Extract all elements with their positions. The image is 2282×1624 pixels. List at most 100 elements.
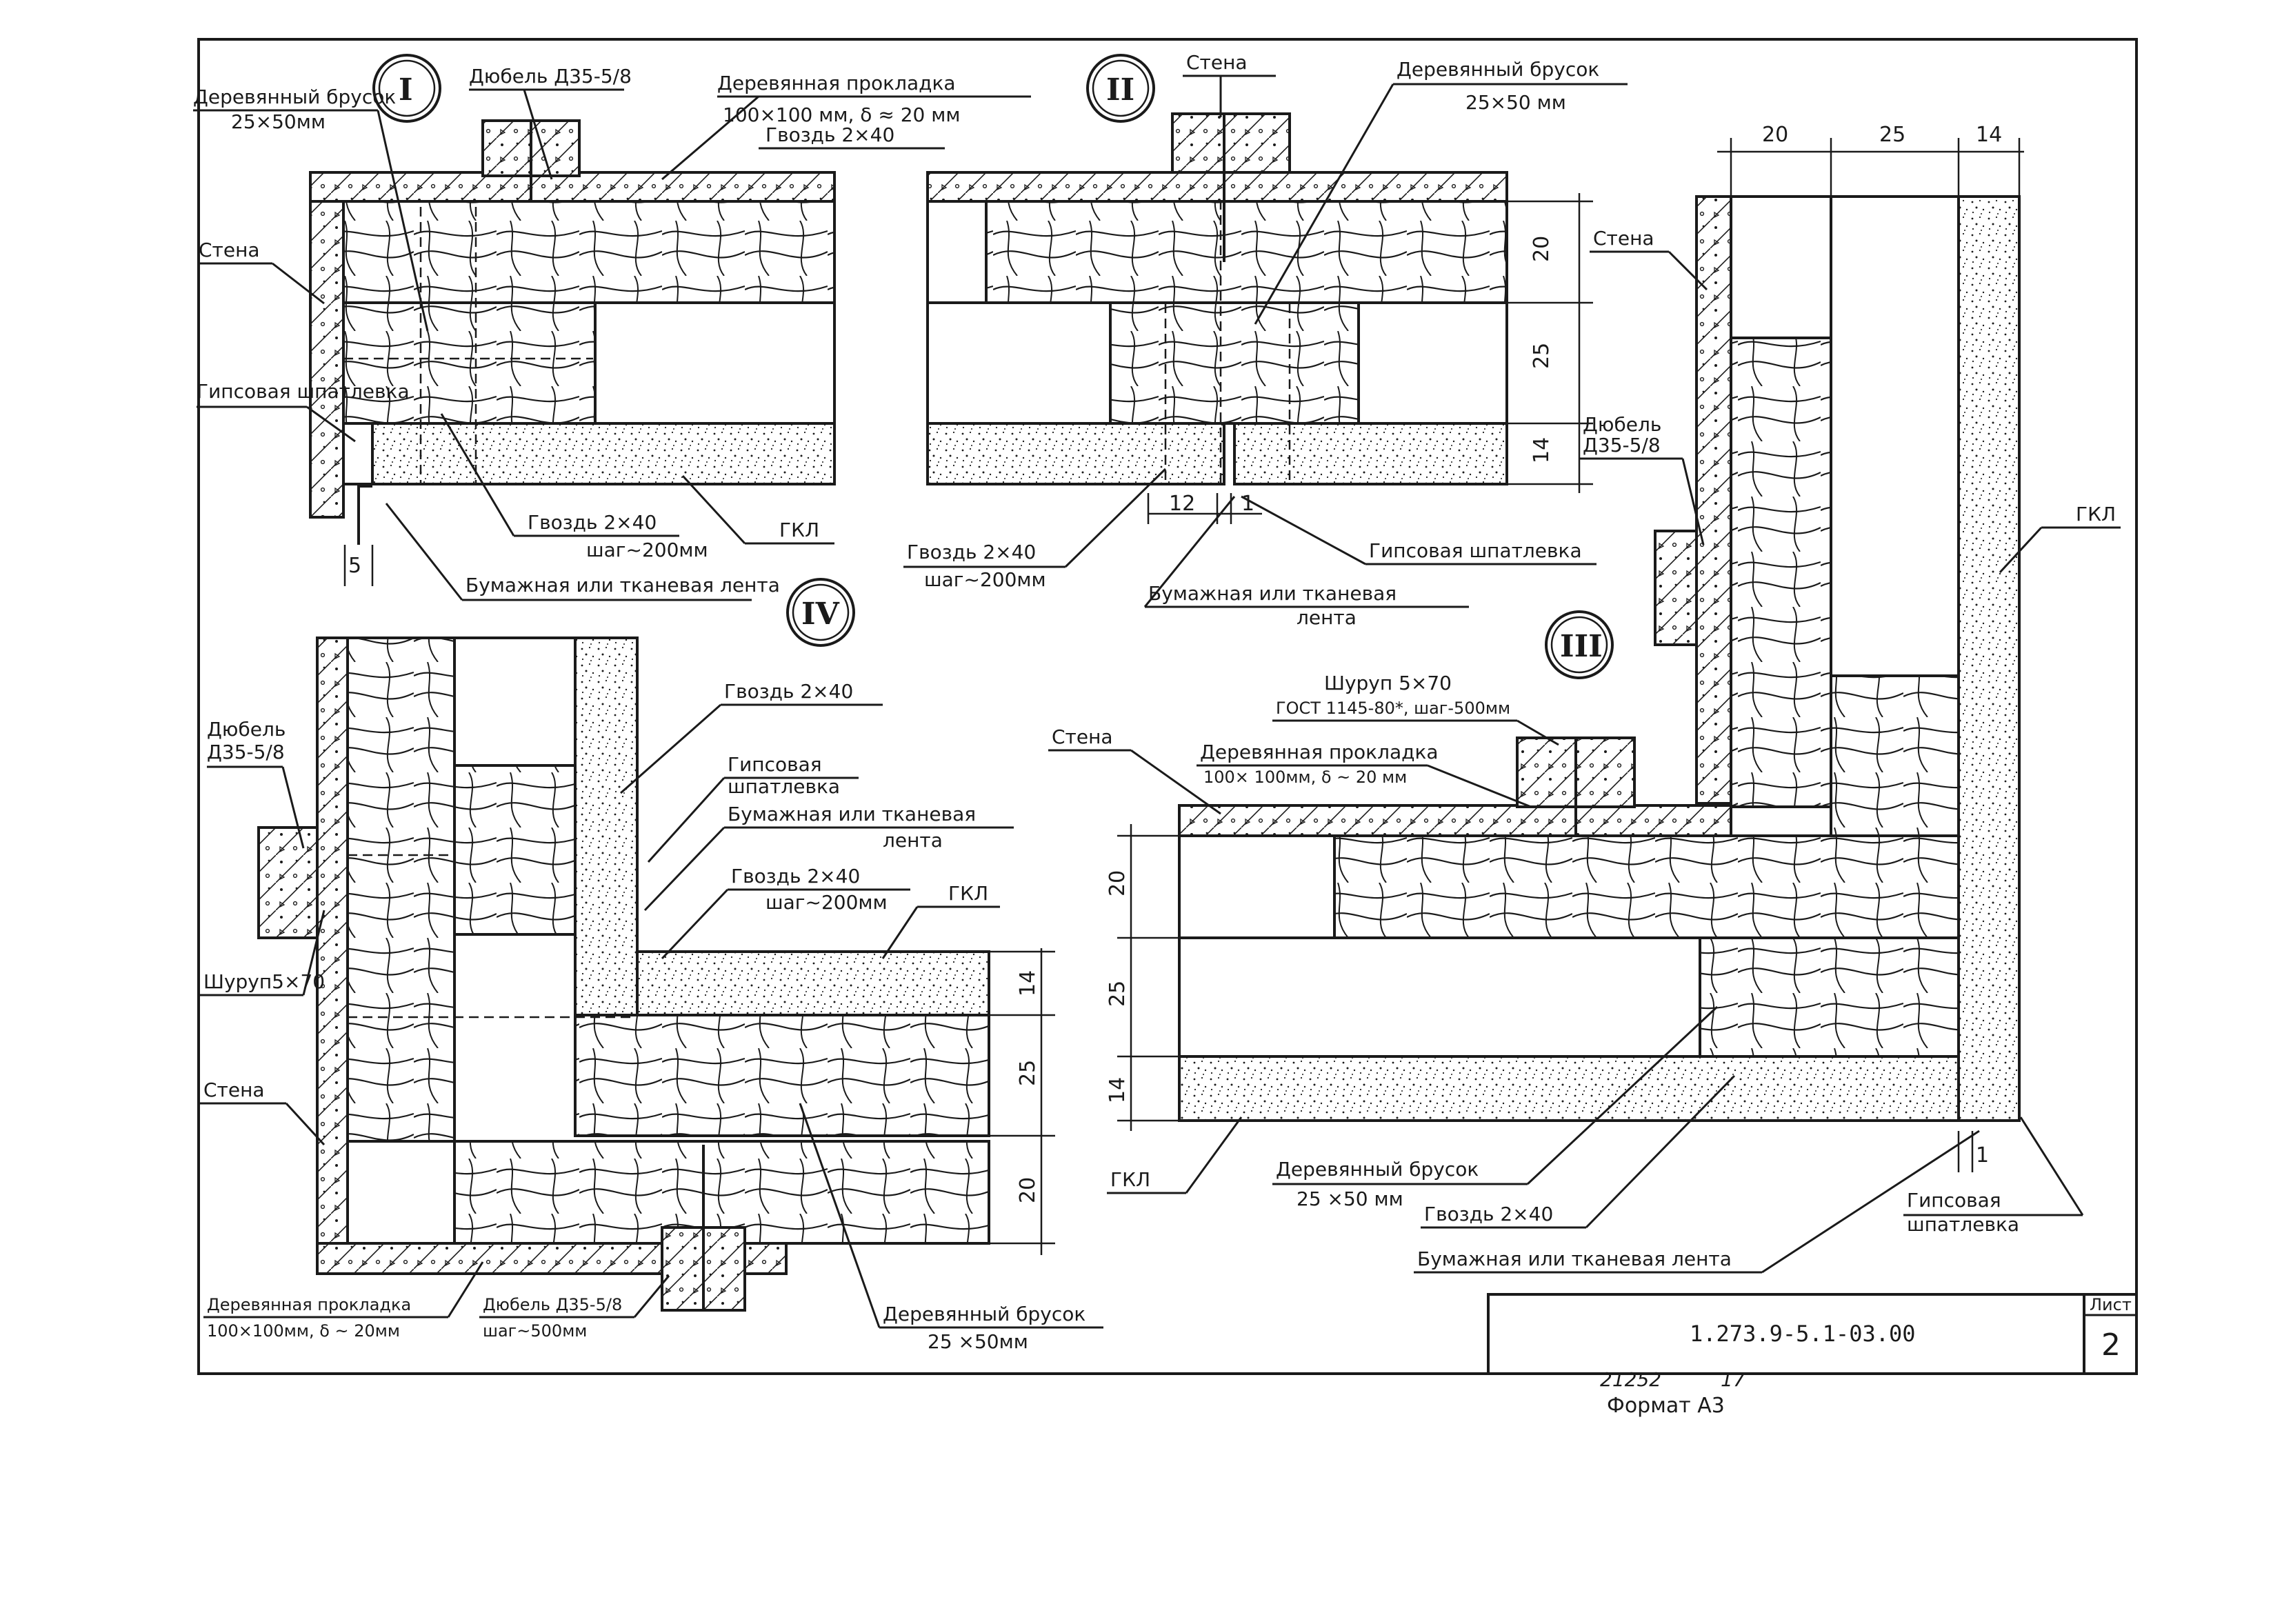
label-screw: Шуруп 5×70 [1324, 672, 1452, 694]
label-gkl: ГКЛ [779, 519, 819, 541]
label-nail: Гвоздь 2×40 [731, 865, 860, 888]
wood-strip-top [985, 200, 1508, 304]
label-wood-block: Деревянный брусок [1397, 58, 1599, 81]
detail-II: II 20 25 14 12 1 Стена Деревянны [903, 51, 1628, 629]
detail-III-marker [1545, 610, 1614, 679]
wood-strip-top [342, 200, 836, 304]
label-wall: Стена [203, 1079, 265, 1101]
label-dowel-2: Д35-5/8 [1583, 434, 1661, 457]
dim-12: 12 [1169, 492, 1195, 516]
label-dowel-step-2: шаг~500мм [483, 1321, 587, 1341]
detail-I-roman: I [399, 72, 413, 108]
label-tape: Бумажная или тканевая лента [1417, 1247, 1732, 1270]
gkl-vertical [1957, 195, 2021, 1122]
label-wood-block: Деревянный брусок [883, 1303, 1085, 1325]
label-nail: Гвоздь 2×40 [528, 511, 657, 534]
dim-1: 1 [1976, 1143, 1989, 1167]
label-tape: Бумажная или тканевая [1148, 582, 1397, 605]
label-wood-block-size: 25×50 мм [1465, 91, 1566, 114]
wood-block-lower [342, 301, 597, 425]
detail-III: III 20 25 14 [1048, 123, 2121, 1274]
gkl-vertical [574, 636, 639, 1022]
label-pad: Деревянная прокладка [1200, 741, 1439, 763]
label-dowel: Дюбель [207, 718, 286, 741]
dim-5: 5 [348, 554, 361, 578]
wood-block [1109, 301, 1360, 425]
detail-IV-roman: IV [801, 597, 840, 632]
wood-block [1699, 936, 1960, 1058]
dim-14: 14 [1016, 970, 1040, 996]
label-putty: Гипсовая [728, 753, 822, 776]
label-putty: Гипсовая шпатлевка [197, 380, 410, 403]
detail-II-roman: II [1106, 72, 1134, 108]
dim-25: 25 [1879, 123, 1905, 147]
label-nail-step: шаг~200мм [765, 891, 888, 914]
label-putty: Гипсовая [1907, 1189, 2001, 1212]
footer-page: 17 [1721, 1368, 1745, 1391]
wood-horizontal [574, 1014, 990, 1137]
label-gkl: ГКЛ [2076, 503, 2116, 525]
label-wall: Стена [1186, 51, 1248, 74]
dim-25: 25 [1016, 1060, 1040, 1086]
label-putty: Гипсовая шпатлевка [1369, 539, 1582, 562]
label-gkl-2: ГКЛ [1110, 1168, 1150, 1191]
dim-v14: 14 [1105, 1077, 1130, 1103]
gkl-right [1233, 422, 1508, 485]
dim-20: 20 [1016, 1177, 1040, 1203]
label-nail-step: шаг~200мм [924, 568, 1046, 591]
label-pad-size: 100×100мм, δ ~ 20мм [207, 1321, 400, 1341]
gkl-horizontal [636, 950, 990, 1016]
label-dowel-2: Д35-5/8 [207, 741, 285, 763]
label-nail-step: шаг~200мм [586, 539, 708, 561]
detail-I: I 5 Деревянный брусок 25×50мм Дюбель Д35… [193, 54, 1031, 601]
label-dowel: Дюбель [1583, 413, 1661, 436]
sheet-number: 2 [2101, 1327, 2121, 1363]
label-wood-block-size: 25×50мм [231, 110, 326, 133]
detail-I-marker [372, 54, 441, 123]
dim-14: 14 [1530, 437, 1554, 463]
wall-boss [1171, 112, 1291, 174]
sheet-label: Лист [2090, 1295, 2132, 1314]
wood-vertical [1730, 337, 1832, 808]
wall-vertical [316, 636, 349, 1260]
label-wood-block: Деревянный брусок [193, 86, 396, 108]
detail-IV: IV 14 25 20 Дюбель Д35-5/8 [200, 578, 1103, 1353]
cavity [594, 301, 836, 425]
title-block: 1.273.9-5.1-03.00 Лист 2 [1487, 1293, 2138, 1375]
dowel-boss [257, 826, 319, 939]
label-screw-gost: ГОСТ 1145-80*, шаг-500мм [1276, 699, 1510, 718]
detail-III-roman: III [1560, 629, 1603, 664]
detail-IV-marker [786, 578, 855, 647]
wall-horizontal [1178, 804, 1732, 837]
dim-v20: 20 [1105, 870, 1130, 896]
wall-boss [1654, 530, 1698, 646]
label-nail-top: Гвоздь 2×40 [765, 123, 894, 146]
label-tape: Бумажная или тканевая лента [466, 574, 780, 597]
wood-horizontal [1333, 834, 1960, 939]
gkl-left [926, 422, 1225, 485]
wood-block-vertical [453, 764, 577, 936]
label-pad-size: 100× 100мм, δ ~ 20 мм [1203, 768, 1407, 787]
label-pad-size: 100×100 мм, δ ≈ 20 мм [723, 103, 960, 126]
label-tape-2: лента [883, 829, 943, 852]
label-wood-block-size: 25 ×50мм [928, 1330, 1028, 1353]
label-tape-2: лента [1297, 606, 1357, 629]
label-wood-block: Деревянный брусок [1276, 1158, 1479, 1181]
label-nail: Гвоздь 2×40 [907, 541, 1036, 563]
doc-code: 1.273.9-5.1-03.00 [1690, 1321, 1916, 1347]
label-putty-2: шпатлевка [1907, 1213, 2019, 1236]
dim-25: 25 [1530, 343, 1554, 369]
dim-20: 20 [1530, 236, 1554, 262]
label-dowel: Дюбель Д35-5/8 [469, 65, 632, 88]
wood-vertical [346, 636, 456, 1143]
wall-horizontal [926, 171, 1508, 203]
wall-vertical [1695, 195, 1732, 805]
gkl-horizontal [1178, 1055, 1960, 1122]
label-pad: Деревянная прокладка [207, 1295, 411, 1314]
label-tape: Бумажная или тканевая [728, 803, 976, 825]
format-label: Формат А3 [1607, 1394, 1725, 1418]
wall-vertical [309, 171, 345, 519]
dim-20: 20 [1762, 123, 1788, 147]
label-nail: Гвоздь 2×40 [1424, 1203, 1553, 1225]
